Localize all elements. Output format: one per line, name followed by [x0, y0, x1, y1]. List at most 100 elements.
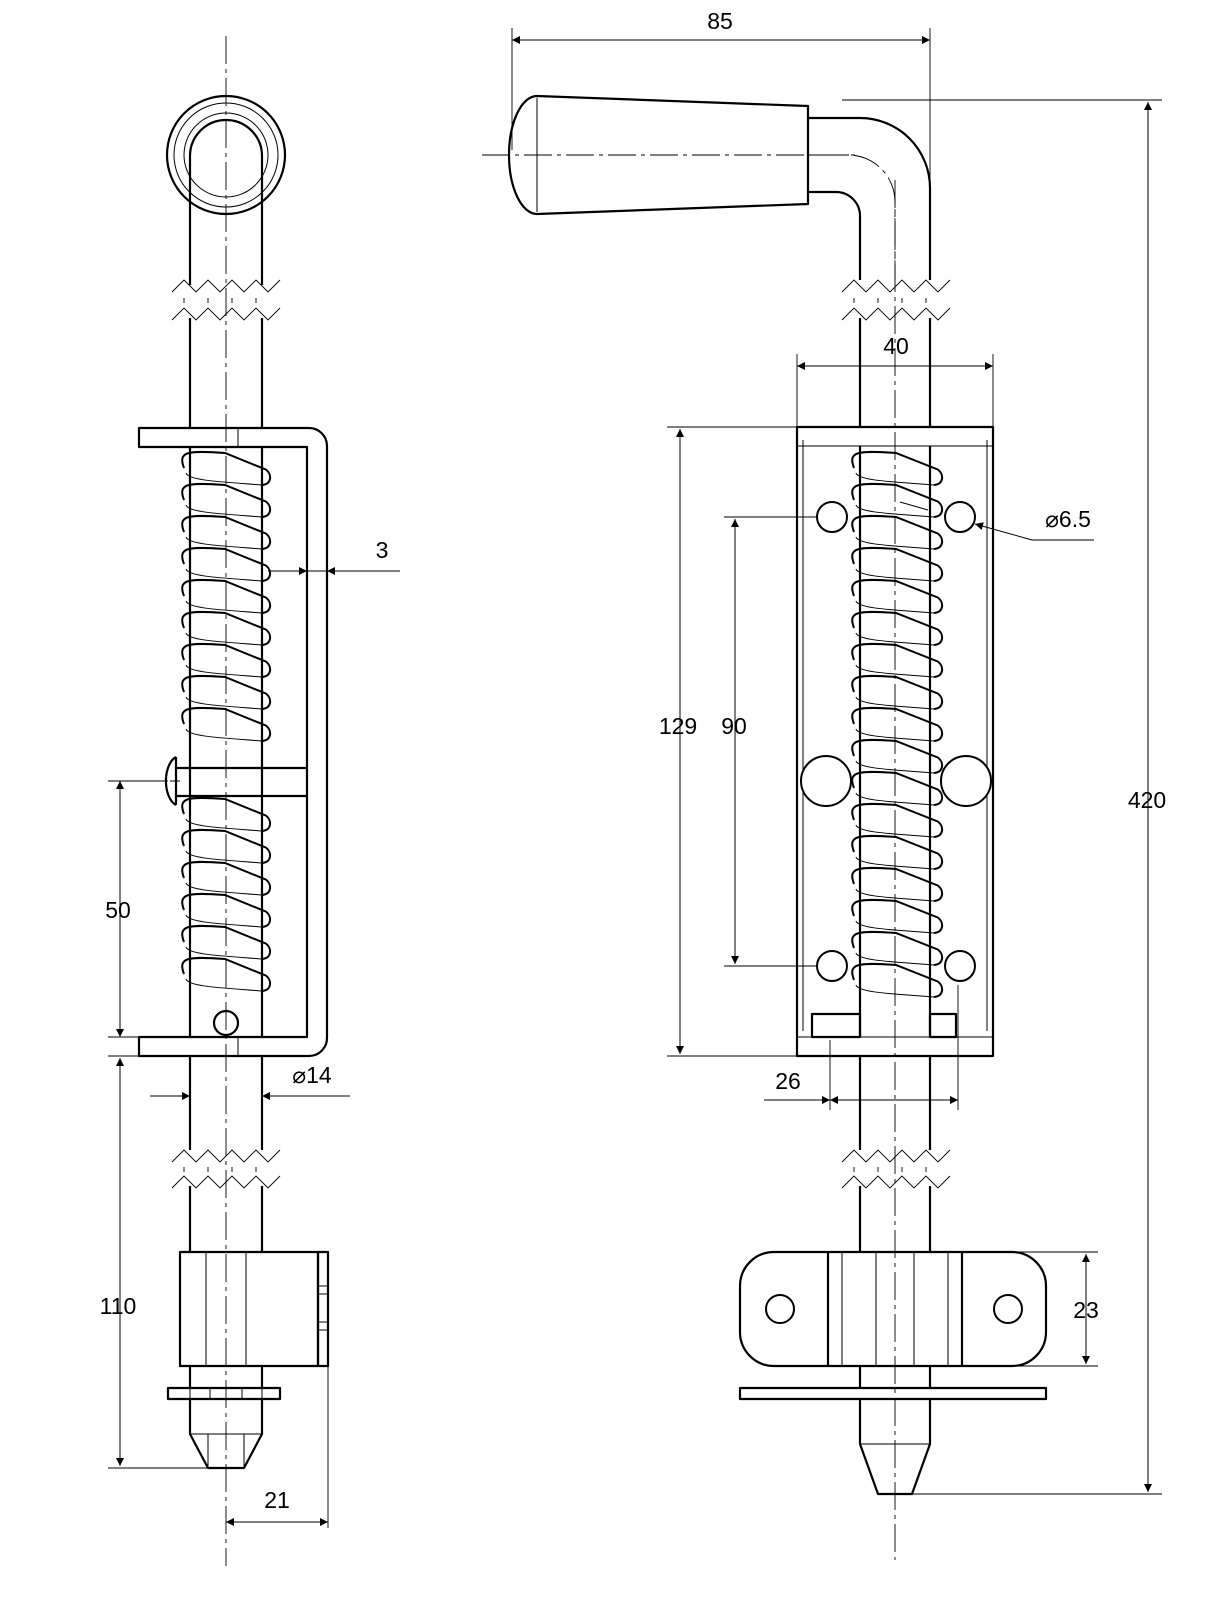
- front-spring-coil: [851, 514, 944, 550]
- side-rod-top: [188, 118, 264, 175]
- side-spring-upper-coil-inner: [185, 632, 263, 646]
- side-spring-lower-coil-inner: [185, 850, 263, 864]
- front-upper-break: [841, 279, 951, 321]
- front-spring-coil-inner: [855, 632, 935, 646]
- side-base-plate: [166, 1386, 282, 1401]
- front-spring-coil-inner: [855, 536, 935, 550]
- front-spring: [851, 450, 944, 998]
- side-spring-upper-coil: [181, 578, 272, 614]
- side-spring-upper-coil: [181, 482, 272, 518]
- front-spring-coil-inner: [855, 600, 935, 614]
- front-spring-coil-inner: [855, 472, 935, 486]
- front-spring-coil-inner: [855, 856, 935, 870]
- side-u-bracket: [137, 426, 329, 1058]
- front-hole-bottom-right: [944, 950, 976, 982]
- side-spring-lower-coil: [181, 892, 272, 928]
- front-bent-rod-outer: [808, 116, 932, 280]
- side-spring-upper-coil-inner: [185, 472, 263, 486]
- front-view: 85 40 129 90 ⌀6.5 420: [482, 8, 1166, 1560]
- side-spring-upper-coil-inner: [185, 568, 263, 582]
- front-handle-grip: [507, 94, 810, 216]
- front-spring-coil: [851, 770, 944, 806]
- dim-side-bracket-offset: 21: [264, 1487, 290, 1513]
- front-spring-coil-inner: [855, 920, 935, 934]
- dim-front-total-length: 420: [1128, 787, 1166, 813]
- front-spring-coil-inner: [855, 728, 935, 742]
- dim-front-slot-width: 26: [775, 1068, 801, 1094]
- front-spring-coil-inner: [855, 888, 935, 902]
- side-spring-upper-coil: [181, 674, 272, 710]
- side-spring-lower-coil: [181, 956, 272, 992]
- front-spring-coil-inner: [855, 792, 935, 806]
- side-spring-lower: [181, 796, 272, 992]
- dim-side-lower-length: 110: [100, 1293, 137, 1319]
- side-spring-upper: [181, 450, 272, 742]
- front-spring-coil: [851, 450, 944, 486]
- dim-front-body-width: 40: [883, 333, 909, 359]
- side-spring-lower-coil: [181, 828, 272, 864]
- front-spring-coil: [851, 930, 944, 966]
- side-spring-lower-coil: [181, 796, 272, 832]
- side-spring-upper-coil-inner: [185, 728, 263, 742]
- side-upper-break: [171, 279, 281, 321]
- front-spring-coil-inner: [855, 664, 935, 678]
- front-keeper-hole-left: [765, 1294, 795, 1324]
- side-spring-lower-coil: [181, 924, 272, 960]
- front-spring-coil: [851, 898, 944, 934]
- front-keeper-hole-right: [993, 1294, 1023, 1324]
- side-spring-upper-coil: [181, 642, 272, 678]
- side-spring-upper-coil-inner: [185, 600, 263, 614]
- side-spring-upper-coil-inner: [185, 696, 263, 710]
- front-spring-coil-inner: [855, 984, 935, 998]
- side-spring-upper-coil: [181, 450, 272, 486]
- front-spring-coil: [851, 802, 944, 838]
- front-spring-coil-inner: [855, 568, 935, 582]
- front-spring-coil-inner: [855, 952, 935, 966]
- side-rod-tip: [188, 1399, 264, 1470]
- front-spring-coil: [851, 706, 944, 742]
- front-hole-mid-left: [800, 755, 852, 807]
- dim-front-handle-reach: 85: [707, 8, 733, 34]
- front-hole-bottom-left: [816, 950, 848, 982]
- side-spring-upper-coil-inner: [185, 664, 263, 678]
- side-keeper-bracket: [178, 1250, 330, 1368]
- front-spring-coil: [851, 962, 944, 998]
- front-spring-coil-inner: [855, 504, 935, 518]
- front-spring-coil: [851, 674, 944, 710]
- side-spring-upper-coil-inner: [185, 504, 263, 518]
- front-base-plate: [738, 1386, 1048, 1401]
- side-spring-lower-coil-inner: [185, 946, 263, 960]
- dim-side-rod-diameter: ⌀14: [292, 1062, 332, 1088]
- dim-side-upper-gap: 50: [105, 897, 131, 923]
- front-keeper-bracket: [738, 1250, 1048, 1368]
- dim-front-bracket-height: 23: [1073, 1297, 1099, 1323]
- front-spring-coil: [851, 866, 944, 902]
- dim-side-wall-thickness: 3: [376, 537, 389, 563]
- dim-front-hole-diameter: ⌀6.5: [1045, 506, 1091, 532]
- side-spring-lower-coil-inner: [185, 914, 263, 928]
- front-rod-tip: [858, 1399, 932, 1496]
- side-spring-lower-coil-inner: [185, 978, 263, 992]
- dim-front-body-height: 129: [659, 713, 697, 739]
- front-body-plate: [795, 425, 995, 1058]
- side-spring-upper-coil: [181, 706, 272, 742]
- side-spring-upper-coil-inner: [185, 536, 263, 550]
- side-cross-pin: [164, 756, 307, 806]
- front-spring-coil: [851, 610, 944, 646]
- front-spring-coil: [851, 834, 944, 870]
- front-slot: [810, 1012, 958, 1039]
- front-hole-top-right: [944, 501, 976, 533]
- front-spring-coil-inner: [855, 824, 935, 838]
- front-lower-break: [841, 1149, 951, 1189]
- side-spring-upper-coil: [181, 610, 272, 646]
- front-spring-coil-inner: [855, 696, 935, 710]
- front-spring-coil: [851, 642, 944, 678]
- side-handle-outer-ring: [165, 94, 287, 216]
- side-handle-inner-ring: [183, 112, 269, 198]
- front-spring-coil: [851, 482, 944, 518]
- front-bent-rod-inner: [808, 190, 862, 280]
- side-lower-break: [171, 1149, 281, 1189]
- front-spring-coil: [851, 738, 944, 774]
- front-spring-coil: [851, 546, 944, 582]
